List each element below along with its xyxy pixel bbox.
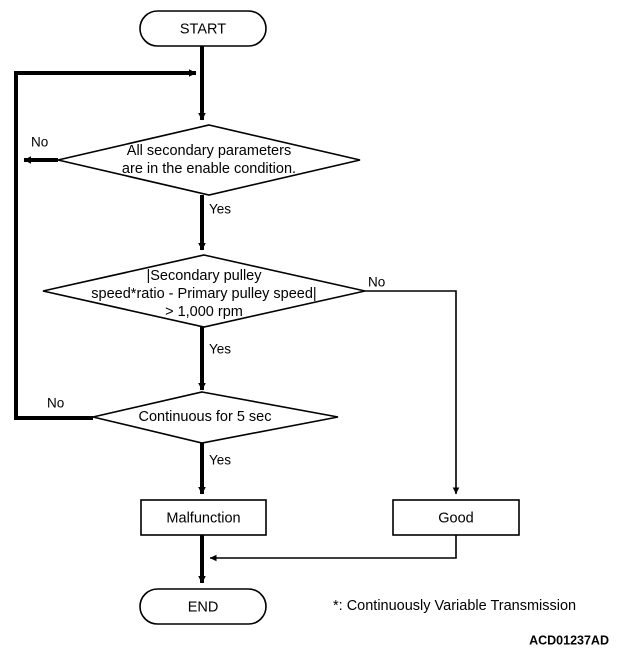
footnote-cvt: *: Continuously Variable Transmission [333,598,576,614]
good-label: Good [438,510,473,526]
edge-label-params-no: No [31,135,48,150]
node-end[interactable]: END [139,588,267,625]
node-start[interactable]: START [139,10,267,47]
node-good[interactable]: Good [392,499,520,536]
decision-speed-line3: > 1,000 rpm [165,304,243,320]
connector-speed-no [365,290,460,495]
connector-good-to-join [209,535,457,562]
start-label: START [180,21,226,37]
edge-label-speed-yes: Yes [209,342,231,357]
decision-continuous-shape [92,391,339,444]
node-malfunction[interactable]: Malfunction [140,499,267,536]
edge-label-params-yes: Yes [209,202,231,217]
edge-label-continuous-yes: Yes [209,453,231,468]
decision-params-line2: are in the enable condition. [122,161,296,177]
edge-label-speed-no: No [368,275,385,290]
malfunction-box-shape [140,499,267,536]
decision-speed-line1: |Secondary pulley [146,268,262,284]
node-decision-continuous[interactable]: Continuous for 5 sec [92,391,339,444]
decision-speed-line2: speed*ratio - Primary pulley speed| [91,286,316,302]
decision-params-line1: All secondary parameters [127,143,291,159]
decision-speed-shape [42,254,366,328]
good-box-shape [392,499,520,536]
malfunction-label: Malfunction [166,510,240,526]
end-terminal-shape [139,588,267,625]
node-decision-params[interactable]: All secondary parameters are in the enab… [57,124,361,196]
node-decision-speed[interactable]: |Secondary pulley speed*ratio - Primary … [42,254,366,328]
end-label: END [188,599,219,615]
decision-params-shape [57,124,361,196]
start-terminal-shape [139,10,267,47]
figure-code: ACD01237AD [529,633,609,647]
connector-feedback-loop [14,69,197,420]
decision-continuous-line1: Continuous for 5 sec [139,409,272,425]
edge-label-continuous-no: No [47,396,64,411]
